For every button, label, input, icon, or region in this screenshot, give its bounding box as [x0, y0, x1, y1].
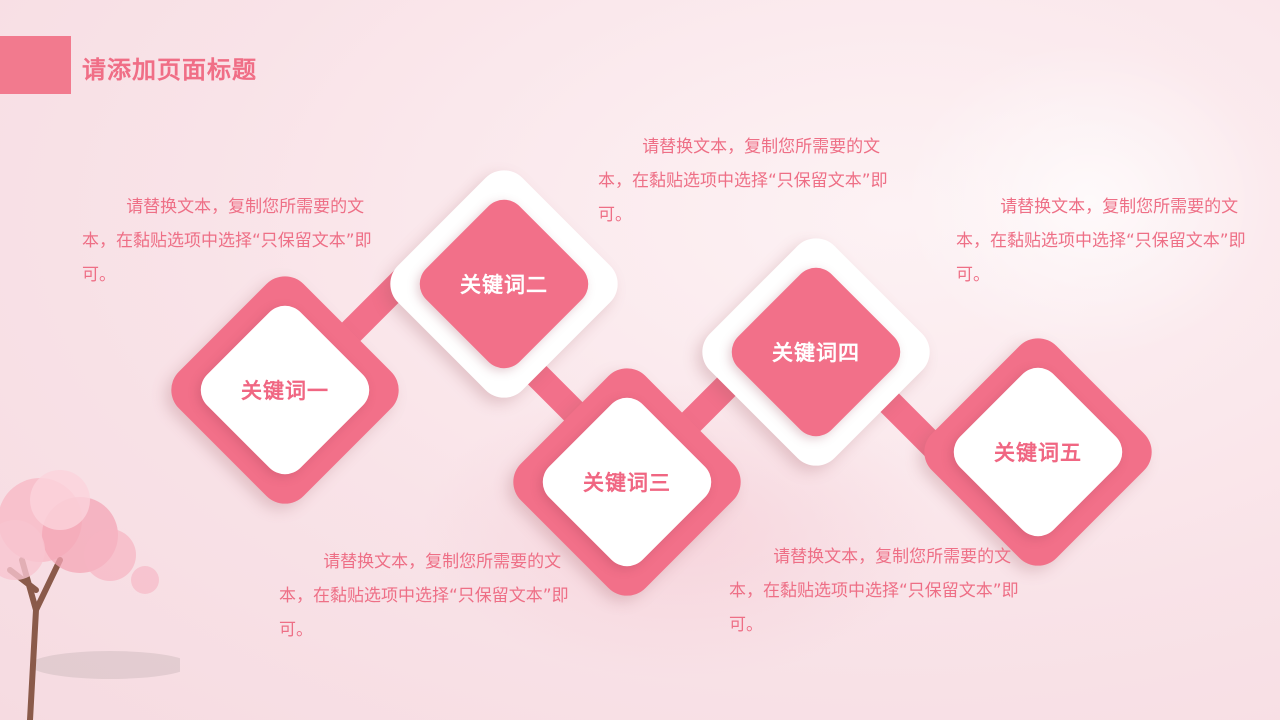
keyword-label-2: 关键词二 [460, 273, 548, 297]
keyword-diamond-2[interactable]: 关键词二 [379, 159, 629, 409]
description-3[interactable]: 请替换文本，复制您所需要的文本，在黏贴选项中选择“只保留文本”即可。 [279, 552, 569, 640]
description-1[interactable]: 请替换文本，复制您所需要的文本，在黏贴选项中选择“只保留文本”即可。 [82, 197, 372, 285]
title-accent-bar [0, 36, 71, 94]
keyword-label-3: 关键词三 [583, 471, 671, 495]
description-4[interactable]: 请替换文本，复制您所需要的文本，在黏贴选项中选择“只保留文本”即可。 [956, 197, 1246, 285]
keyword-label-1: 关键词一 [241, 379, 329, 403]
description-2[interactable]: 请替换文本，复制您所需要的文本，在黏贴选项中选择“只保留文本”即可。 [598, 137, 888, 225]
description-5[interactable]: 请替换文本，复制您所需要的文本，在黏贴选项中选择“只保留文本”即可。 [729, 547, 1019, 635]
cherry-blossom-tree-icon [0, 470, 180, 720]
keyword-diamond-5[interactable]: 关键词五 [913, 327, 1163, 577]
keyword-label-5: 关键词五 [994, 441, 1082, 465]
keyword-diamond-1[interactable]: 关键词一 [160, 265, 410, 515]
keyword-label-4: 关键词四 [772, 341, 860, 365]
page-title[interactable]: 请添加页面标题 [82, 56, 257, 84]
background-glow [900, 40, 1280, 360]
keyword-diamond-3[interactable]: 关键词三 [502, 357, 752, 607]
keyword-diamond-4[interactable]: 关键词四 [691, 227, 941, 477]
